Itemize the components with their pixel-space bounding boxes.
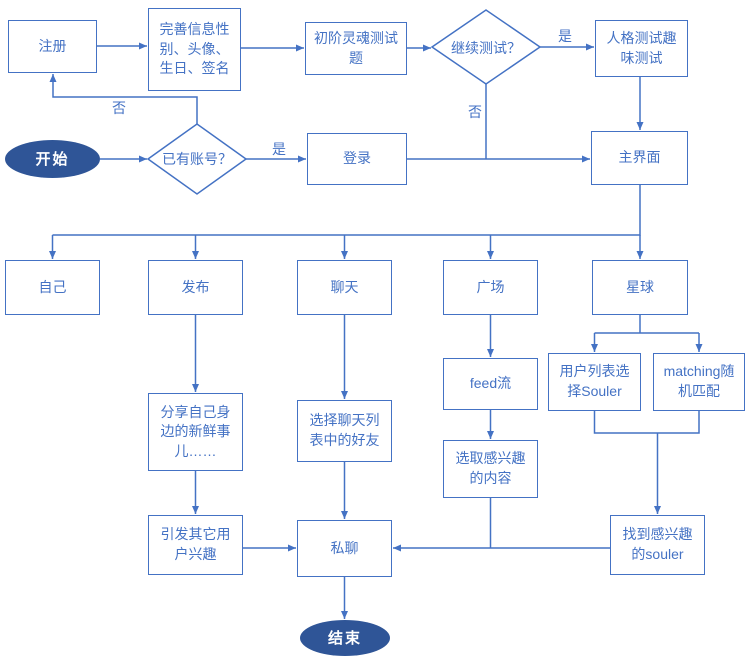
node-feed: feed流 [443,358,538,410]
node-start: 开始 [5,140,100,178]
node-share-new: 分享自己身边的新鲜事儿…… [148,393,243,471]
node-select-friend: 选择聊天列表中的好友 [297,400,392,462]
node-matching: matching随机匹配 [653,353,745,411]
node-end: 结束 [300,620,390,656]
node-personality-test: 人格测试趣味测试 [595,20,688,77]
node-complete-info: 完善信息性别、头像、生日、签名 [148,8,241,91]
node-soul-test: 初阶灵魂测试题 [305,22,407,75]
edge-main-distribution [52,185,641,236]
node-publish: 发布 [148,260,243,315]
node-login: 登录 [307,133,407,185]
node-has-account-label: 已有账号？ [162,150,232,167]
node-private-chat: 私聊 [297,520,392,577]
edge-label-yes-personality: 是 [558,28,572,44]
node-main-ui: 主界面 [591,131,688,185]
node-register: 注册 [8,20,97,73]
edge-label-yes-login: 是 [272,141,286,157]
diamond-has-account [146,123,248,195]
node-user-list: 用户列表选择Souler [548,353,641,411]
edge-merge-bar [593,411,700,434]
node-self: 自己 [5,260,100,315]
node-planet: 星球 [592,260,688,315]
edge-hasaccount-no-register [49,74,198,124]
edge-label-no-register: 否 [112,100,126,116]
diamond-continue-test [430,9,542,85]
edge-label-no-main: 否 [468,104,482,120]
node-trigger-interest: 引发其它用户兴趣 [148,515,243,575]
node-continue-test-label: 继续测试？ [451,39,521,56]
node-find-souler: 找到感兴趣的souler [610,515,705,575]
node-square: 广场 [443,260,538,315]
node-pick-content: 选取感兴趣的内容 [443,440,538,498]
node-chat: 聊天 [297,260,392,315]
